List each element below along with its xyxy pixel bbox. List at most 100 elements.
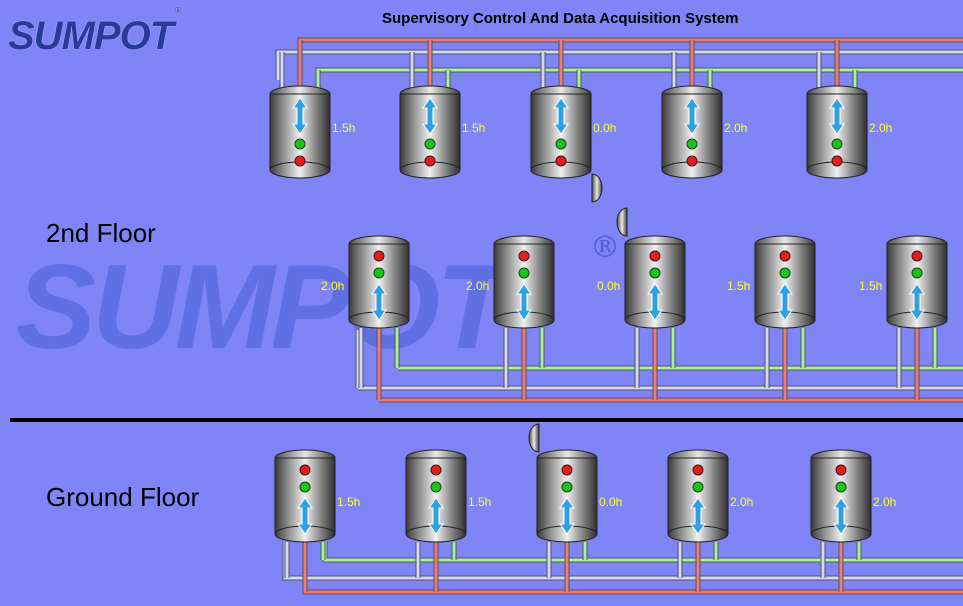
tank-2-2: 2.0h	[466, 235, 555, 329]
level-arrow-icon	[422, 97, 438, 135]
status-light-green	[424, 138, 436, 150]
status-light-green	[555, 138, 567, 150]
status-light-green	[911, 267, 923, 279]
status-light-green	[686, 138, 698, 150]
tank-1-3: 0.0h	[530, 85, 616, 179]
tank-time-label: 2.0h	[730, 495, 753, 509]
status-light-green	[373, 267, 385, 279]
status-light-green	[299, 481, 311, 493]
page-title: Supervisory Control And Data Acquisition…	[382, 10, 739, 27]
status-light-green	[692, 481, 704, 493]
status-light-red	[555, 155, 567, 167]
floor-divider	[10, 418, 963, 422]
sumpot-logo: SUMPOT®	[8, 6, 181, 59]
tank-3-3: 0.0h	[536, 449, 622, 543]
row1-green-header	[316, 68, 963, 88]
row1-blue-header-outline	[275, 49, 963, 80]
status-light-red	[686, 155, 698, 167]
row1-red-header	[298, 38, 963, 88]
tank-time-label: 0.0h	[597, 279, 620, 293]
status-light-red	[430, 464, 442, 476]
open-hatch-icon-row3	[528, 423, 540, 453]
row2-blue-header-outline	[355, 330, 963, 391]
tank-time-label: 2.0h	[724, 121, 747, 135]
tank-time-label: 1.5h	[337, 495, 360, 509]
level-arrow-icon	[833, 497, 849, 535]
watermark-registered-mark: ®	[590, 230, 620, 265]
status-light-green	[649, 267, 661, 279]
status-light-green	[294, 138, 306, 150]
tank-3-2: 1.5h	[405, 449, 491, 543]
tank-time-label: 0.0h	[593, 121, 616, 135]
status-light-red	[649, 250, 661, 262]
tank-time-label: 1.5h	[727, 279, 750, 293]
status-light-red	[561, 464, 573, 476]
tank-layer: 1.5h 1.5h 0.0h 2.0h 2.0h 2.0h 2.0h 0.0h 1.5h 1.5h…	[269, 85, 948, 543]
tank-1-2: 1.5h	[399, 85, 485, 179]
tank-1-5: 2.0h	[806, 85, 892, 179]
tank-time-label: 0.0h	[599, 495, 622, 509]
tank-1-4: 2.0h	[661, 85, 747, 179]
row1-green-header-outline	[315, 67, 963, 88]
tank-time-label: 1.5h	[332, 121, 355, 135]
tank-time-label: 1.5h	[462, 121, 485, 135]
row3-red-header-outline	[302, 542, 963, 595]
tank-2-4: 1.5h	[727, 235, 816, 329]
level-arrow-icon	[684, 97, 700, 135]
level-arrow-icon	[292, 97, 308, 135]
open-hatch-icon-row1	[591, 173, 603, 203]
tank-2-5: 1.5h	[859, 235, 948, 329]
status-light-red	[692, 464, 704, 476]
level-arrow-icon	[909, 283, 925, 321]
status-light-green	[561, 481, 573, 493]
row1-blue-header	[276, 50, 963, 80]
status-light-green	[835, 481, 847, 493]
tank-3-5: 2.0h	[810, 449, 896, 543]
status-light-green	[518, 267, 530, 279]
tank-time-label: 2.0h	[873, 495, 896, 509]
status-light-green	[430, 481, 442, 493]
tank-time-label: 1.5h	[468, 495, 491, 509]
status-light-red	[779, 250, 791, 262]
row1-red-header-outline	[297, 37, 963, 88]
open-hatch-icon-row2	[616, 207, 628, 237]
level-arrow-icon	[516, 283, 532, 321]
level-arrow-icon	[371, 283, 387, 321]
status-light-green	[831, 138, 843, 150]
tank-time-label: 2.0h	[321, 279, 344, 293]
floor-label-ground: Ground Floor	[46, 482, 200, 512]
row2-blue-header	[356, 330, 963, 390]
status-light-red	[424, 155, 436, 167]
status-light-red	[299, 464, 311, 476]
status-light-green	[779, 267, 791, 279]
level-arrow-icon	[297, 497, 313, 535]
level-arrow-icon	[553, 97, 569, 135]
status-light-red	[831, 155, 843, 167]
logo-registered-mark: ®	[175, 5, 181, 15]
level-arrow-icon	[829, 97, 845, 135]
tank-3-4: 2.0h	[667, 449, 753, 543]
row3-red-header	[303, 542, 963, 594]
row3-green-header-outline	[322, 542, 963, 563]
logo-text: SUMPOT	[8, 14, 174, 58]
status-light-red	[294, 155, 306, 167]
watermark-text: SUMPOT	[16, 240, 509, 374]
floor-label-second: 2nd Floor	[46, 218, 156, 248]
status-light-red	[373, 250, 385, 262]
status-light-red	[835, 464, 847, 476]
tank-time-label: 2.0h	[466, 279, 489, 293]
row3-green-header	[323, 542, 963, 562]
status-light-red	[518, 250, 530, 262]
tank-1-1: 1.5h	[269, 85, 355, 179]
status-light-red	[911, 250, 923, 262]
level-arrow-icon	[777, 283, 793, 321]
level-arrow-icon	[428, 497, 444, 535]
level-arrow-icon	[690, 497, 706, 535]
tank-time-label: 1.5h	[859, 279, 882, 293]
tank-3-1: 1.5h	[274, 449, 360, 543]
level-arrow-icon	[559, 497, 575, 535]
pipe-network	[275, 37, 963, 595]
tank-2-1: 2.0h	[321, 235, 410, 329]
tank-time-label: 2.0h	[869, 121, 892, 135]
